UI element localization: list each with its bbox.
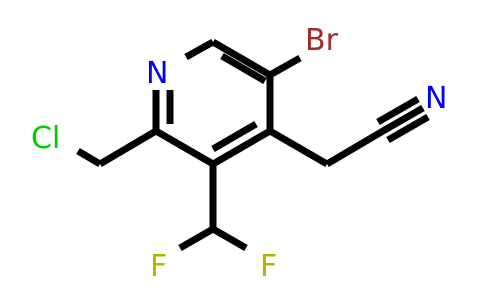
bond-c6-c5-inner [220,52,267,85]
bond-c5-br [268,54,302,79]
bond-chf-f1 [178,225,215,252]
atom-fluorine-1: F [150,249,167,284]
bond-c3-c2 [154,127,215,168]
bond-chf-f2 [211,225,248,252]
atom-fluorine-2: F [260,249,277,284]
bond-c4-c3 [211,127,272,168]
atom-nitrogen-nitrile: N [425,81,447,116]
bond-c6-c5 [211,38,272,79]
atom-nitrogen-ring: N [146,56,168,91]
atom-chlorine: Cl [31,121,60,156]
bond-cn-triple-3 [386,113,430,144]
bond-cn-triple-2 [381,104,425,135]
bond-n-c6 [184,38,215,61]
bond-ch2-cn [325,127,385,168]
bond-c4-ch2 [268,127,329,168]
bond-c2-ch2cl [98,127,158,168]
atom-labels: N Br N Cl F F [31,23,447,284]
atom-bromine: Br [305,23,339,58]
bond-c4-c3-inner [211,120,258,153]
bond-cn-triple-1 [376,95,420,126]
bonds [76,38,430,252]
bond-ch2-cl [76,147,102,168]
